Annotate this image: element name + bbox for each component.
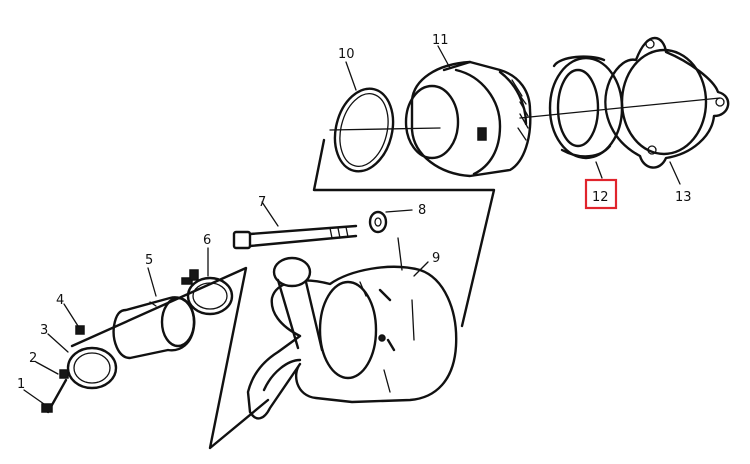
label-7: 7 (258, 195, 266, 210)
part-8-washer (368, 210, 388, 234)
part-3-clamp (66, 346, 118, 390)
label-2: 2 (29, 351, 37, 366)
label-12: 12 (592, 190, 609, 205)
part-1-screw (41, 378, 68, 414)
label-5: 5 (145, 253, 153, 268)
axis-line-top (329, 97, 721, 131)
part-11-housing-cap (404, 60, 532, 178)
part-4-nut (75, 325, 85, 335)
label-3: 3 (40, 323, 48, 338)
part-5-hose-sleeve (112, 296, 196, 360)
label-10: 10 (338, 47, 355, 62)
label-13: 13 (675, 190, 692, 205)
part-7-bolt (232, 224, 358, 250)
label-11: 11 (432, 33, 449, 48)
part-12-sleeve-ring (548, 55, 624, 160)
bracket-top-group (312, 138, 496, 328)
part-9-pump-housing (246, 237, 458, 420)
highlight-box-label-12 (584, 178, 618, 210)
label-4: 4 (56, 293, 64, 308)
label-8: 8 (418, 203, 426, 218)
callout-labels: 1 2 3 4 5 6 7 8 9 10 11 12 13 (17, 33, 692, 392)
bracket-bottom-group (70, 266, 270, 450)
part-2-washer (59, 369, 69, 379)
part-10-o-ring (333, 87, 395, 173)
label-9: 9 (432, 251, 440, 266)
label-6: 6 (203, 233, 211, 248)
leader-lines (23, 45, 681, 405)
label-1: 1 (17, 377, 25, 392)
